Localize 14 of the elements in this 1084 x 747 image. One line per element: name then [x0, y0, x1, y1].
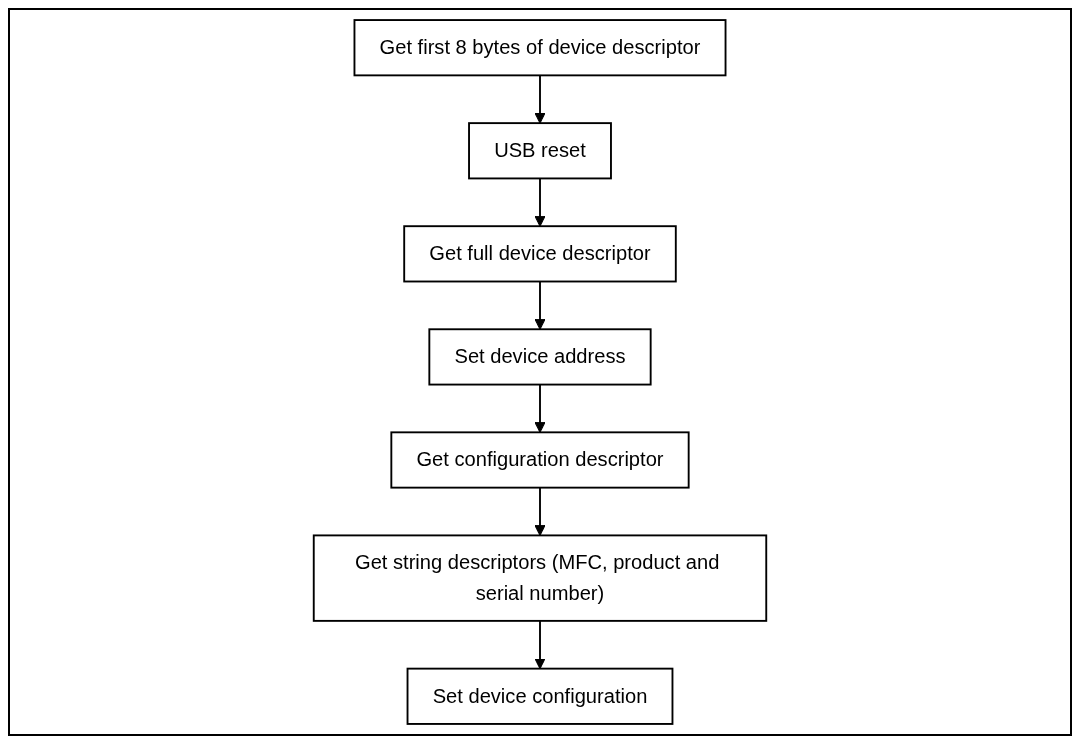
arrow [534, 280, 546, 330]
node-box [406, 667, 674, 725]
node-box [468, 122, 612, 180]
node-box [428, 328, 652, 386]
node-box [353, 19, 727, 77]
node-box [312, 534, 768, 622]
arrow [534, 74, 546, 124]
node-box [390, 431, 690, 489]
arrow [534, 383, 546, 433]
arrow [534, 619, 546, 670]
arrow [534, 177, 546, 227]
figure-frame: Get first 8 bytes of device descriptor USB reset Get full device descriptor Set device address Get configuration descriptor Get string descriptors (MFC, product and serial number) Set device configuration [8, 8, 1072, 736]
node-box [403, 225, 677, 283]
arrow [534, 486, 546, 536]
